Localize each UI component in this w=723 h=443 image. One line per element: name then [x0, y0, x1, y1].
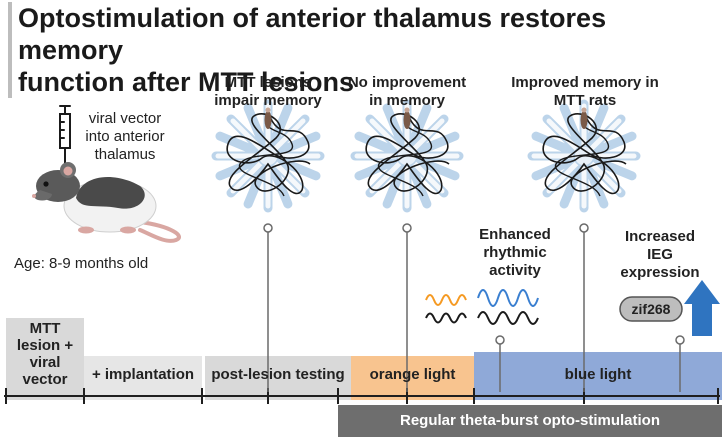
stage-1-line-4: vector [22, 371, 68, 388]
stage-1-line-1: MTT [29, 320, 61, 337]
stage-box-implant [84, 356, 202, 400]
age-label: Age: 8-9 months old [14, 255, 149, 272]
stage-box-lesion [6, 318, 84, 400]
stage-5-label: blue light [564, 366, 632, 383]
rhythm-line-3: activity [489, 262, 541, 279]
ieg-annotation: Increased IEG expression [615, 228, 705, 282]
increase-arrow-icon [684, 280, 720, 336]
stage-1-line-3: viral [29, 354, 61, 371]
radial-maze-1 [216, 104, 320, 208]
injection-line-2: into anterior [85, 128, 165, 145]
gene-label: zif268 [631, 301, 671, 317]
stage-3-label: post-lesion testing [211, 366, 345, 383]
stage-box-post-lesion [205, 356, 351, 400]
radial-maze-2 [355, 104, 459, 208]
maze-1-label-line-2: impair memory [214, 92, 322, 109]
ieg-line-2: IEG [647, 246, 673, 263]
gene-pill [619, 296, 683, 322]
stage-4-label: orange light [369, 366, 456, 383]
figure-title: Optostimulation of anterior thalamus res… [8, 2, 718, 98]
maze-1-label-line-1: MTT lesions [224, 74, 312, 91]
injection-line-3: thalamus [94, 146, 156, 163]
maze-3-label-line-1: Improved memory in [511, 74, 659, 91]
maze-2-label-line-1: No improvement [347, 74, 467, 91]
injection-line-1: viral vector [88, 110, 162, 127]
stage-box-orange [351, 356, 474, 400]
rhythm-line-1: Enhanced [479, 226, 551, 243]
maze-1-label: MTT lesions impair memory [198, 74, 338, 110]
radial-maze-3 [532, 104, 636, 208]
stage-1-label: MTT lesion + viral vector [6, 320, 84, 388]
maze-3-label-line-2: MTT rats [553, 92, 617, 109]
stage-2-label: + implantation [91, 366, 195, 383]
rhythm-waves [425, 289, 539, 325]
title-line-2: function after MTT lesions [18, 67, 355, 97]
maze-2-label: No improvement in memory [337, 74, 477, 110]
stimulation-bar [338, 405, 722, 437]
rhythm-line-2: rhythmic [483, 244, 547, 261]
syringe-icon [59, 105, 71, 167]
stimulation-label: Regular theta-burst opto-stimulation [400, 412, 660, 429]
rhythm-annotation: Enhanced rhythmic activity [470, 226, 560, 280]
title-line-1: Optostimulation of anterior thalamus res… [18, 3, 607, 65]
maze-3-label: Improved memory in MTT rats [500, 74, 670, 110]
ieg-line-3: expression [620, 264, 700, 281]
injection-label: viral vector into anterior thalamus [80, 110, 170, 164]
maze-2-label-line-2: in memory [369, 92, 445, 109]
connector-pins [263, 223, 685, 392]
ieg-line-1: Increased [624, 228, 696, 245]
stage-1-line-2: lesion + [16, 337, 74, 354]
rat-illustration [32, 162, 181, 243]
